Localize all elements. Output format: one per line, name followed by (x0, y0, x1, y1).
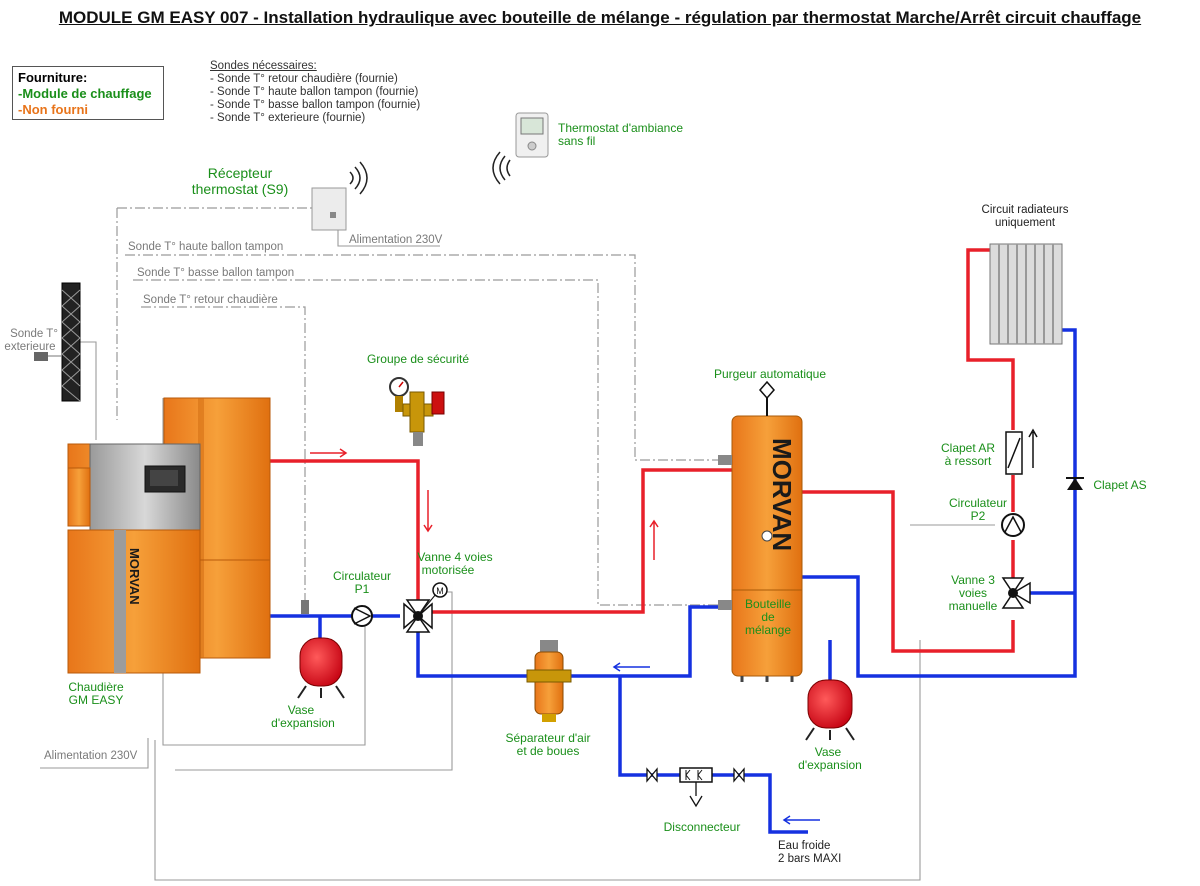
cold-pipes (268, 328, 1077, 834)
valve4-label: motorisée (422, 563, 475, 577)
bottle-brand: MORVAN (767, 438, 797, 551)
supply-module: -Module de chauffage (18, 86, 152, 101)
bottle-label: mélange (745, 623, 791, 637)
disconnector (646, 767, 745, 808)
thermostat-receiver (311, 161, 368, 231)
valve3-label: manuelle (949, 599, 998, 613)
circulator-p1-label: Circulateur (333, 569, 391, 583)
flow-arrows (310, 448, 820, 825)
cold-water-label: 2 bars MAXI (778, 853, 841, 865)
receiver-label: thermostat (S9) (192, 181, 288, 197)
sensor-wiring (116, 207, 730, 606)
check-ar-label: Clapet AR (941, 441, 995, 455)
supply-legend: Fourniture: -Module de chauffage -Non fo… (12, 66, 164, 120)
boiler-label: GM EASY (69, 693, 124, 707)
check-as-label: Clapet AS (1093, 478, 1146, 492)
safety-group (389, 377, 445, 446)
power-top-label: Alimentation 230V (349, 234, 443, 246)
safety-group-label: Groupe de sécurité (367, 352, 469, 366)
radiators-label: Circuit radiateurs (982, 204, 1069, 216)
valve4-label: Vanne 4 voies (417, 550, 492, 564)
boiler: MORVAN (67, 397, 271, 674)
thermostat-label: sans fil (558, 134, 595, 148)
valve3-label: voies (959, 586, 987, 600)
exp1-label: d'expansion (271, 716, 335, 730)
exp1-label: Vase (288, 703, 315, 717)
four-way-valve: M (403, 582, 448, 633)
check-valve-as (1066, 477, 1084, 490)
boiler-label: Chaudière (68, 680, 124, 694)
hot-pipes (268, 248, 1015, 653)
circulator-p2 (1001, 513, 1025, 537)
sensor-list-item: - Sonde T° retour chaudière (fournie) (210, 73, 398, 85)
sensor-ext-label: exterieure (4, 341, 55, 353)
circulator-p1-label: P1 (355, 582, 370, 596)
exp2-label: d'expansion (798, 758, 862, 772)
power-bottom-label: Alimentation 230V (44, 750, 138, 762)
sensor-list-heading: Sondes nécessaires: (210, 60, 317, 72)
sensor-list: Sondes nécessaires: - Sonde T° retour ch… (210, 60, 420, 125)
sensor-list-item: - Sonde T° exterieure (fournie) (210, 112, 366, 124)
sensor-low-label: Sonde T° basse ballon tampon (137, 267, 294, 279)
radiator (989, 243, 1063, 345)
circulator-p2-label: Circulateur (949, 496, 1007, 510)
radiators-label: uniquement (995, 217, 1056, 229)
expansion-vessel-2 (805, 679, 855, 741)
sensor-return-label: Sonde T° retour chaudière (143, 294, 278, 306)
bottle-label: Bouteille (745, 597, 791, 611)
air-sludge-separator (526, 640, 572, 722)
valve3-label: Vanne 3 (951, 573, 995, 587)
page-title: MODULE GM EASY 007 - Installation hydrau… (58, 8, 1142, 27)
sensor-list-item: - Sonde T° basse ballon tampon (fournie) (210, 99, 421, 111)
separator-label: Séparateur d'air (505, 731, 590, 745)
sensor-ext-label: Sonde T° (10, 328, 58, 340)
svg-text:M: M (436, 586, 444, 596)
check-ar-label: à ressort (945, 454, 992, 468)
circulator-p2-label: P2 (971, 509, 986, 523)
purge-label: Purgeur automatique (714, 367, 826, 381)
circulator-p1 (351, 605, 373, 627)
boiler-brand: MORVAN (127, 548, 142, 605)
receiver-label: Récepteur (208, 165, 273, 181)
exp2-label: Vase (815, 745, 842, 759)
expansion-vessel-1 (297, 637, 345, 699)
outdoor-sensor (34, 282, 81, 402)
sensor-list-item: - Sonde T° haute ballon tampon (fournie) (210, 86, 419, 98)
thermostat-label: Thermostat d'ambiance (558, 121, 683, 135)
wireless-thermostat (492, 112, 549, 185)
disconnector-label: Disconnecteur (664, 820, 741, 834)
cold-water-label: Eau froide (778, 840, 830, 852)
supply-heading: Fourniture: (18, 70, 88, 85)
sensor-high-label: Sonde T° haute ballon tampon (128, 241, 283, 253)
separator-label: et de boues (517, 744, 580, 758)
bottle-label: de (761, 610, 775, 624)
three-way-valve (1001, 577, 1031, 609)
supply-not-supplied: -Non fourni (18, 102, 89, 117)
spring-check-valve (1005, 428, 1038, 475)
return-sensor (301, 600, 309, 614)
mixing-bottle: MORVAN (718, 380, 803, 682)
